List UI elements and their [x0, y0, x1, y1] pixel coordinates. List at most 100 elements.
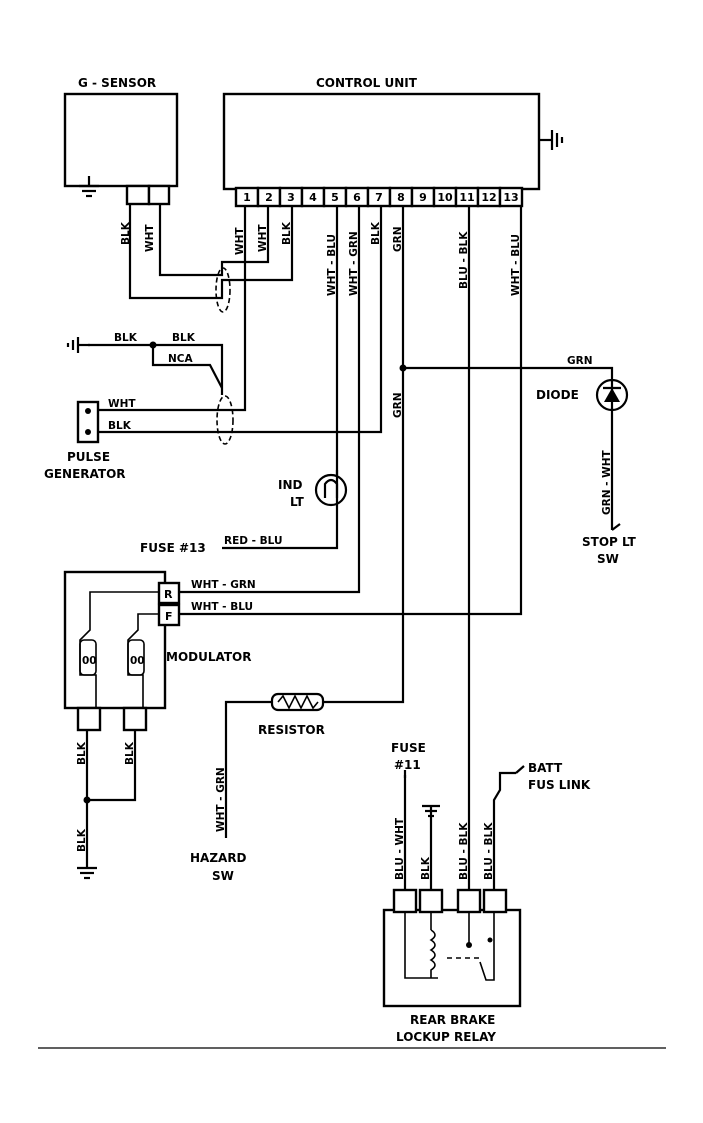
wire-label-relay-in4: BLU - BLK — [483, 822, 495, 880]
control-unit-pin-label-7: 7 — [375, 191, 383, 204]
modulator-connector-1 — [76, 706, 102, 732]
relay-label-1: REAR BRAKE — [410, 1013, 495, 1027]
wire-label-fuse-red-blu: RED - BLU — [224, 535, 283, 547]
stop-lt-sw-label-1: STOP LT — [582, 535, 637, 549]
modulator-ground-icon — [77, 866, 97, 880]
wire-ground-blk — [88, 343, 224, 395]
wire-p6-wht-grn — [179, 205, 361, 594]
control-unit-pin-label-6: 6 — [353, 191, 361, 204]
wire-label-mod-blk1: BLK — [76, 741, 88, 765]
wire-label-p6: WHT - GRN — [348, 231, 360, 296]
control-unit-box — [222, 92, 541, 191]
control-unit-pin-label-12: 12 — [481, 191, 496, 204]
modulator-label: MODULATOR — [166, 650, 251, 664]
wire-p7-blk — [98, 205, 383, 434]
wire-label-pg-wht: WHT — [108, 398, 136, 410]
resistor-icon — [270, 692, 325, 712]
modulator-terminal-r-label: R — [164, 588, 173, 601]
modulator-terminal-f-label: F — [165, 610, 173, 623]
wire-label-p5: WHT - BLU — [326, 234, 338, 296]
wire-label-gs-wht: WHT — [144, 224, 156, 252]
diode-label: DIODE — [536, 388, 579, 402]
relay-connector-2 — [418, 888, 444, 914]
wire-label-gnd-blk1: BLK — [114, 332, 138, 344]
junction-mod-ground — [83, 796, 91, 804]
wire-label-pg-blk: BLK — [108, 420, 132, 432]
stop-lt-sw-label-2: SW — [597, 552, 619, 566]
pulse-generator-pin-2 — [85, 429, 91, 435]
modulator-connector-2 — [122, 706, 148, 732]
control-unit-pin-label-11: 11 — [459, 191, 474, 204]
batt-label-1: BATT — [528, 761, 563, 775]
wire-label-p8: GRN — [392, 227, 404, 253]
wire-hazard-wht-grn — [224, 700, 272, 838]
ind-lt-label-2: LT — [290, 495, 305, 509]
control-unit-pin-label-10: 10 — [437, 191, 453, 204]
g-sensor-connector-2 — [147, 184, 171, 206]
relay-ground-icon — [422, 804, 440, 820]
fuse-11-label-2: #11 — [394, 758, 421, 772]
wire-grn-diode — [403, 366, 614, 380]
wire-label-p3: BLK — [281, 221, 293, 245]
wire-batt-blu-blk — [492, 771, 516, 890]
svg-text:00: 00 — [82, 655, 97, 667]
control-unit-pin-label-8: 8 — [397, 191, 405, 204]
wire-gs-wht — [158, 204, 270, 277]
g-sensor-connector-1 — [125, 184, 151, 206]
indicator-lamp-icon — [314, 473, 348, 507]
wire-label-mod-r: WHT - GRN — [191, 579, 256, 591]
g-sensor-ground-icon — [79, 176, 99, 198]
wire-label-mod-blk2: BLK — [124, 741, 136, 765]
wire-label-p13: WHT - BLU — [510, 234, 522, 296]
wire-label-mod-f: WHT - BLU — [191, 601, 253, 613]
hazard-sw-label-2: SW — [212, 869, 234, 883]
modulator-solenoid-icons: 00 00 — [79, 591, 159, 710]
wire-label-diode-out: GRN - WHT — [601, 449, 613, 515]
twisted-pair-marker-bottom — [216, 395, 234, 445]
svg-text:00: 00 — [130, 655, 145, 667]
modulator-terminal-r — [157, 581, 181, 605]
fuse-13-label: FUSE #13 — [140, 541, 206, 555]
pulse-generator-label-1: PULSE — [67, 450, 110, 464]
batt-label-2: FUS LINK — [528, 778, 591, 792]
control-unit-pin-label-2: 2 — [265, 191, 273, 204]
wire-label-diode-grn: GRN — [567, 355, 593, 367]
resistor-label: RESISTOR — [258, 723, 325, 737]
relay-connector-1 — [392, 888, 418, 914]
relay-coil-switch-icon — [404, 912, 495, 981]
wire-label-p11: BLU - BLK — [458, 231, 470, 289]
stop-lt-sw-terminal-icon — [611, 523, 621, 531]
g-sensor-box — [63, 92, 179, 188]
wire-label-mod-gnd-blk: BLK — [76, 828, 88, 852]
control-unit-pin-label-13: 13 — [503, 191, 518, 204]
wire-label-gs-blk: BLK — [120, 221, 132, 245]
diode-icon — [595, 378, 629, 412]
wire-gs-blk — [128, 204, 294, 300]
wire-label-gnd-blk2: BLK — [172, 332, 196, 344]
hazard-sw-label-1: HAZARD — [190, 851, 247, 865]
pulse-generator-label-2: GENERATOR — [44, 467, 126, 481]
left-ground-icon — [66, 337, 90, 353]
ind-lt-label-1: IND — [278, 478, 303, 492]
control-unit-pin-label-3: 3 — [287, 191, 295, 204]
control-unit-pin-label-9: 9 — [419, 191, 427, 204]
junction-grn — [399, 364, 407, 372]
pulse-generator-connector — [76, 400, 100, 444]
relay-label-2: LOCKUP RELAY — [396, 1030, 496, 1044]
relay-connector-4 — [482, 888, 508, 914]
wire-label-grn-vertical: GRN — [392, 393, 404, 419]
wire-p13-wht-blu — [179, 205, 523, 616]
pulse-generator-pin-1 — [85, 408, 91, 414]
wire-mod-blk — [85, 730, 137, 802]
control-unit-ground-icon — [539, 130, 564, 150]
modulator-terminal-f — [157, 603, 181, 627]
wire-label-p7: BLK — [370, 221, 382, 245]
control-unit-pin-label-5: 5 — [331, 191, 339, 204]
wire-label-p1: WHT — [234, 227, 246, 255]
wire-p5-wht-blu — [222, 205, 339, 550]
wire-label-nca: NCA — [168, 353, 193, 365]
control-unit-pin-label-1: 1 — [243, 191, 251, 204]
wire-label-hazard: WHT - GRN — [215, 767, 227, 832]
